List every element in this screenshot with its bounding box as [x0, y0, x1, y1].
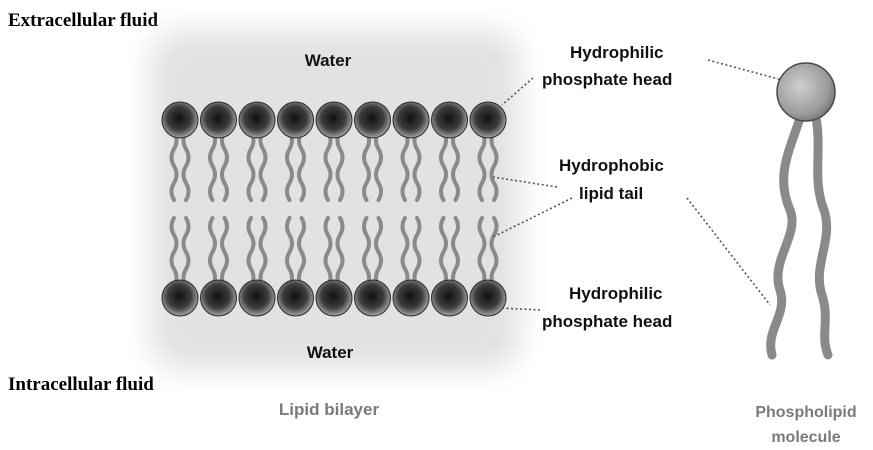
bottom-phosphate-head [201, 280, 237, 316]
bottom-phosphate-head [355, 280, 391, 316]
top-phosphate-head [470, 102, 506, 138]
top-layer-heads [162, 102, 506, 138]
head-top-label-line1: Hydrophilic [570, 43, 664, 62]
bottom-phosphate-head [278, 280, 314, 316]
bottom-phosphate-head [432, 280, 468, 316]
bottom-phosphate-head [162, 280, 198, 316]
phospholipid-caption-line1: Phospholipid [755, 404, 856, 421]
bottom-phosphate-head [239, 280, 275, 316]
head-top-label-line2: phosphate head [542, 70, 672, 89]
top-phosphate-head [201, 102, 237, 138]
water-background [150, 30, 520, 370]
bottom-phosphate-head [470, 280, 506, 316]
top-phosphate-head [162, 102, 198, 138]
molecule-tail-right [816, 118, 828, 355]
top-phosphate-head [278, 102, 314, 138]
bottom-phosphate-head [316, 280, 352, 316]
phospholipid-caption-line2: molecule [771, 429, 840, 446]
top-phosphate-head [316, 102, 352, 138]
leader-head-top-right [708, 60, 782, 80]
phospholipid-molecule [771, 63, 835, 355]
molecule-tail-left [771, 118, 800, 355]
water-top-label: Water [305, 51, 352, 70]
lipid-bilayer-caption: Lipid bilayer [279, 400, 380, 419]
molecule-head [777, 63, 835, 121]
top-phosphate-head [355, 102, 391, 138]
head-bottom-label-line1: Hydrophilic [569, 284, 663, 303]
tail-label-line2: lipid tail [579, 184, 643, 203]
bottom-phosphate-head [393, 280, 429, 316]
top-phosphate-head [393, 102, 429, 138]
head-bottom-label-line2: phosphate head [542, 312, 672, 331]
top-phosphate-head [239, 102, 275, 138]
tail-label-line1: Hydrophobic [559, 156, 664, 175]
top-phosphate-head [432, 102, 468, 138]
leader-tail-right [687, 198, 770, 305]
bottom-layer-heads [162, 280, 506, 316]
water-bottom-label: Water [307, 343, 354, 362]
